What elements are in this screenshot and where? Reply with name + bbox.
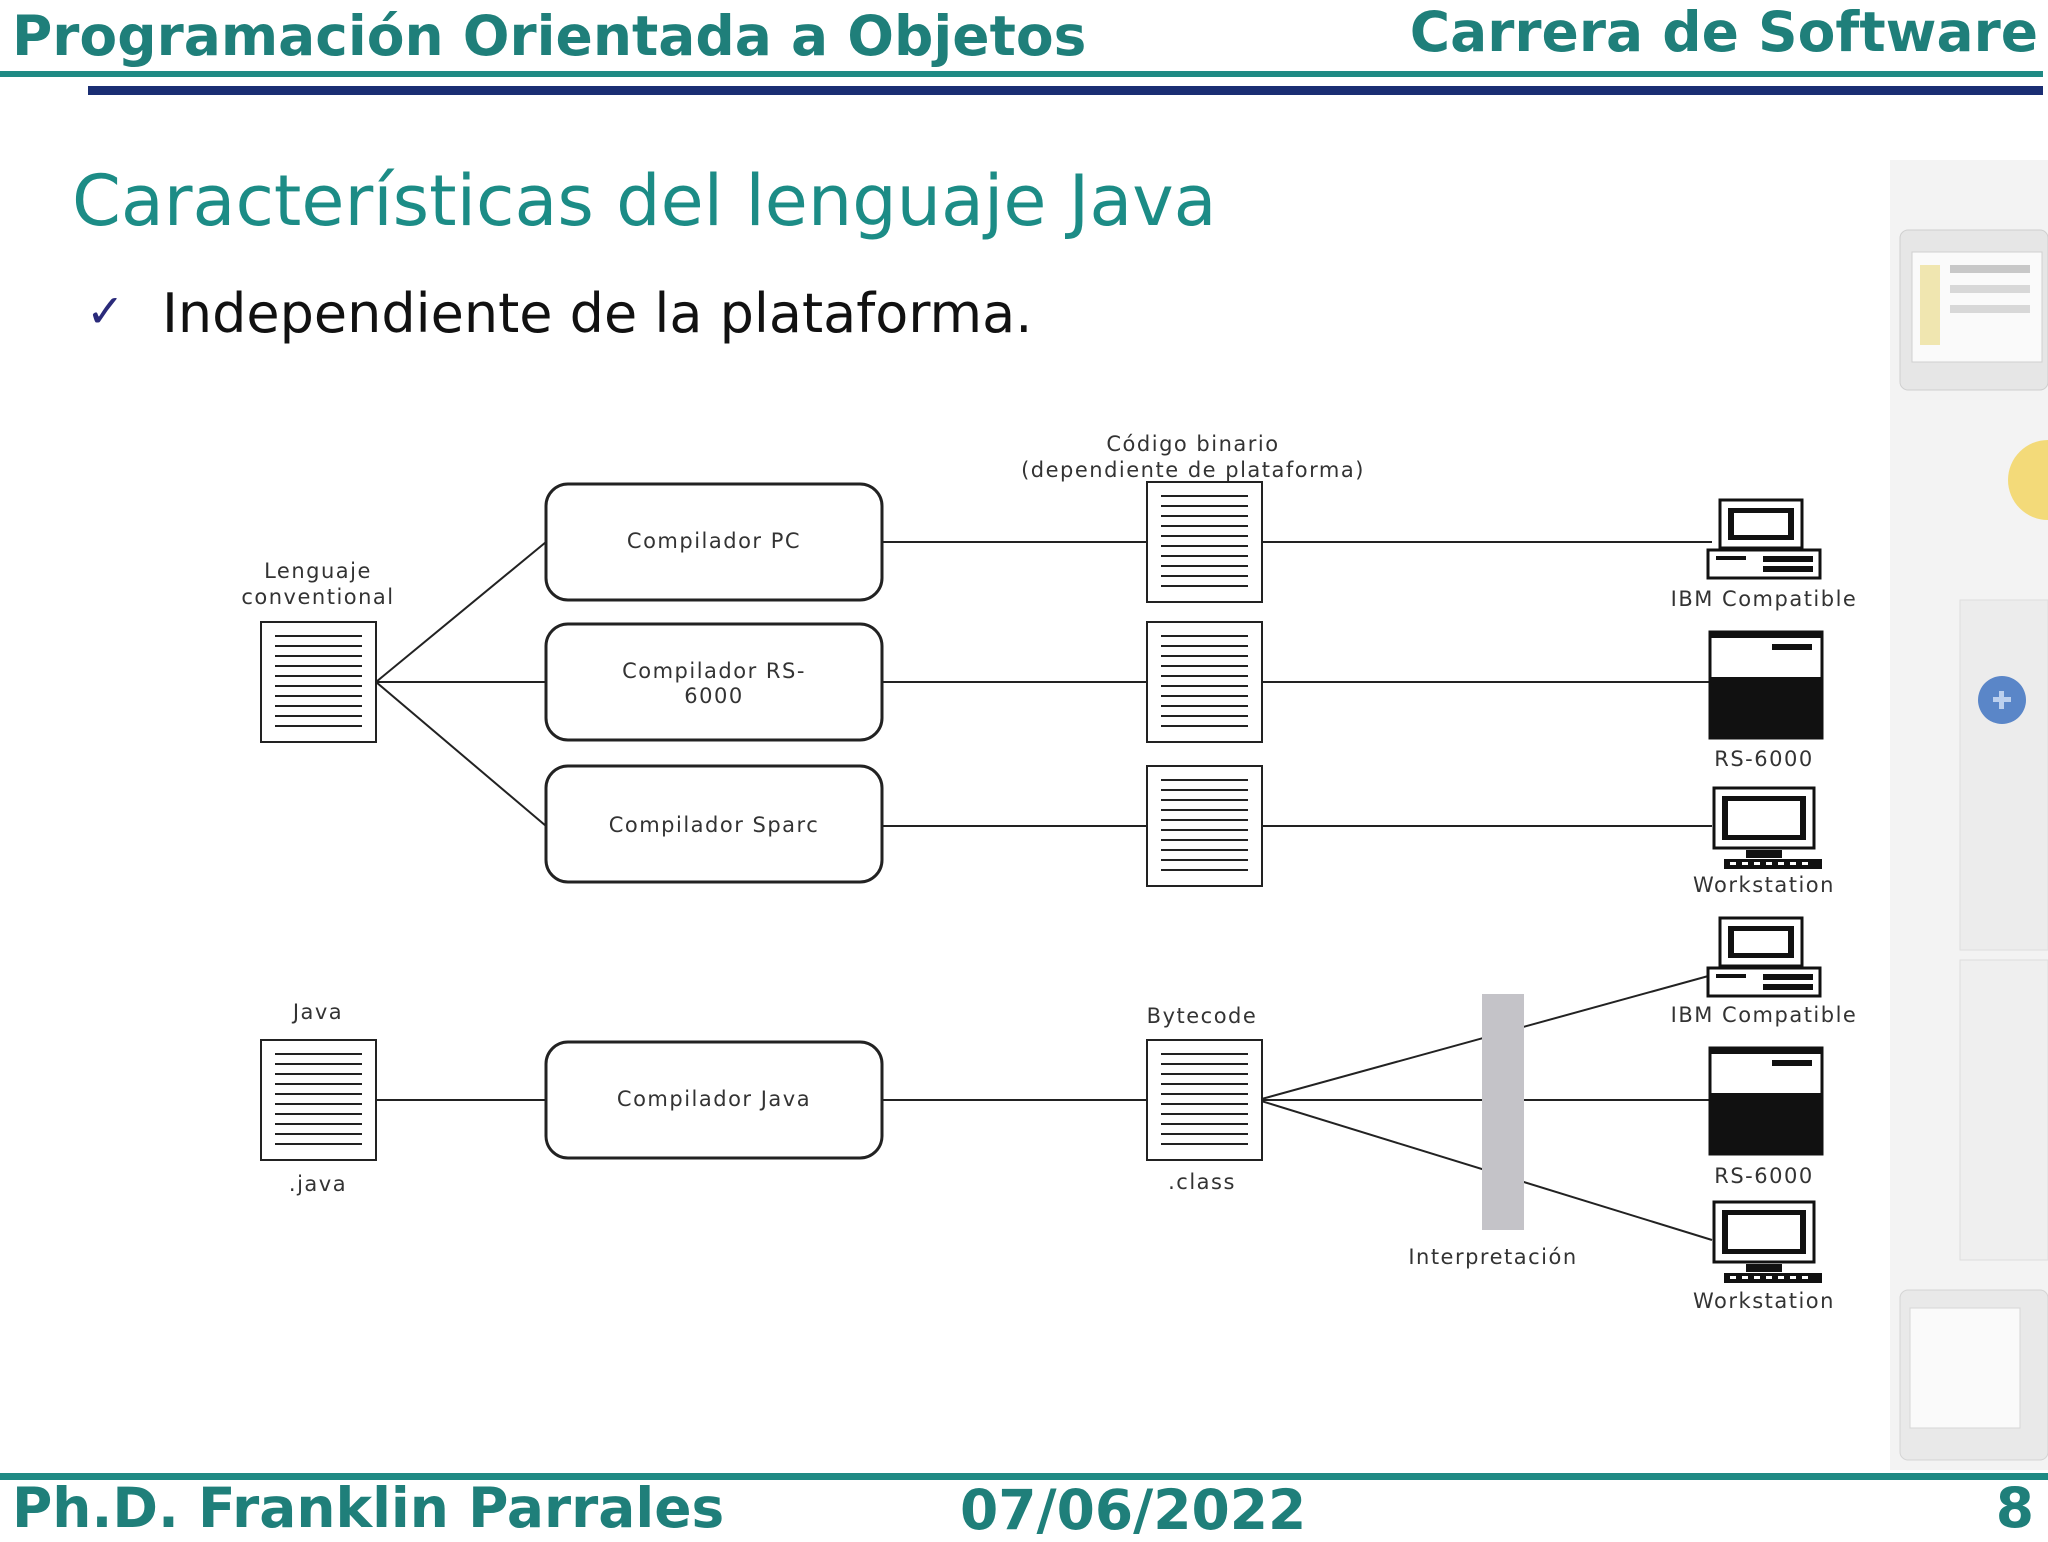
compiler-box-sparc <box>544 764 884 884</box>
binary-label-line1: Código binario <box>1106 432 1279 456</box>
binary-label-line2: (dependiente de plataforma) <box>1021 458 1365 482</box>
compiler-rs6000-label-1: Compilador RS- <box>622 659 806 683</box>
source-label-line1: Lenguaje <box>264 559 372 583</box>
machine-label-workstation: Workstation <box>1693 873 1835 897</box>
footer-rule <box>0 1473 2048 1480</box>
rs6000-icon <box>1708 630 1824 740</box>
rs6000-icon <box>1708 1046 1824 1156</box>
top-connectors <box>375 541 1712 827</box>
compiler-box-java <box>544 1040 884 1160</box>
bytecode-ext-label: .class <box>1168 1170 1236 1194</box>
machine-label-workstation-java: Workstation <box>1693 1289 1835 1313</box>
header-rule-navy <box>88 86 2043 95</box>
page-number: 8 <box>1995 1476 2034 1540</box>
compiler-rs6000-label-2: 6000 <box>684 684 743 708</box>
source-document-icon <box>260 621 377 743</box>
slide-date: 07/06/2022 <box>960 1478 1307 1542</box>
program-name: Carrera de Software <box>1409 0 2038 64</box>
ibm-pc-icon <box>1706 916 1822 998</box>
interpreter-label: Interpretación <box>1408 1245 1577 1269</box>
bytecode-label: Bytecode <box>1147 1004 1258 1028</box>
java-label: Java <box>291 1000 343 1024</box>
compiler-box-pc <box>544 482 884 602</box>
slide-title: Características del lenguaje Java <box>72 160 1217 242</box>
compiler-java-label: Compilador Java <box>617 1087 811 1111</box>
workstation-icon <box>1712 1200 1824 1285</box>
machine-label-rs6000-java: RS-6000 <box>1714 1164 1813 1188</box>
compilation-diagram: Lenguaje conventional Compilador PC Comp… <box>241 432 1858 1313</box>
bullet-text: Independiente de la plataforma. <box>162 282 1033 345</box>
binary-document-icon <box>1146 481 1263 603</box>
machine-label-ibm-java: IBM Compatible <box>1671 1003 1858 1027</box>
interpreter-bar <box>1482 994 1524 1230</box>
bytecode-document-icon <box>1146 1039 1263 1161</box>
course-title: Programación Orientada a Objetos <box>12 4 1087 68</box>
workstation-icon <box>1712 786 1824 871</box>
header-rule-teal <box>0 71 2043 77</box>
monitor-icon <box>1899 229 2048 391</box>
java-document-icon <box>260 1039 377 1161</box>
source-label-line2: conventional <box>241 585 394 609</box>
java-ext-label: .java <box>289 1172 347 1196</box>
decorative-computer-strip <box>1890 160 2048 1470</box>
ibm-pc-icon <box>1706 498 1822 580</box>
compiler-pc-label: Compilador PC <box>627 529 801 553</box>
compiler-box-rs6000 <box>544 622 884 742</box>
checkmark-icon: ✓ <box>86 284 125 338</box>
machine-label-rs6000: RS-6000 <box>1714 747 1813 771</box>
author-name: Ph.D. Franklin Parrales <box>12 1476 725 1540</box>
binary-document-icon <box>1146 621 1263 743</box>
compiler-sparc-label: Compilador Sparc <box>609 813 820 837</box>
binary-document-icon <box>1146 765 1263 887</box>
machine-label-ibm: IBM Compatible <box>1671 587 1858 611</box>
